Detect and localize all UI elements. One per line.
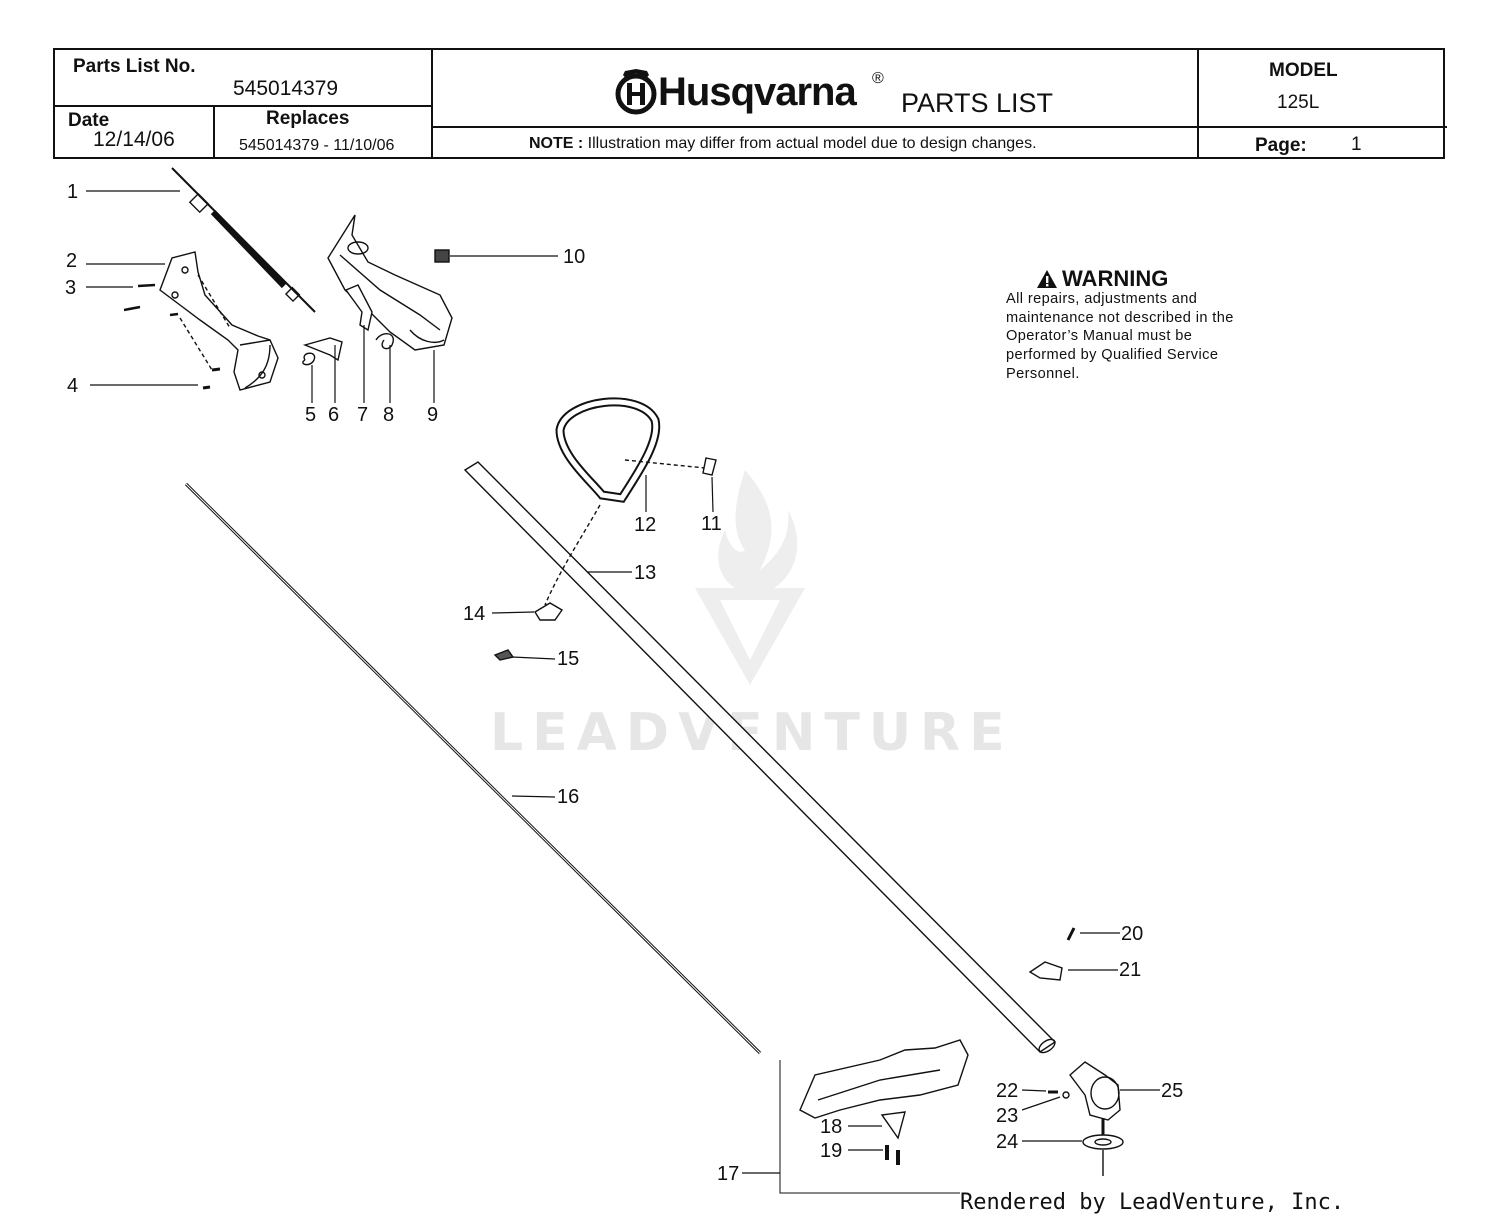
- callout-4: 4: [67, 375, 78, 397]
- callout-18: 18: [820, 1116, 842, 1138]
- callout-12: 12: [634, 514, 656, 536]
- replaces-label: Replaces: [266, 108, 350, 129]
- warning-title: WARNING: [1062, 266, 1169, 291]
- callout-11: 11: [701, 513, 722, 535]
- callout-13: 13: [634, 562, 656, 584]
- callout-16: 16: [557, 786, 579, 808]
- page-label: Page:: [1255, 135, 1307, 156]
- warning-triangle-icon: [1037, 270, 1057, 288]
- part-15-bolt: [493, 649, 515, 661]
- part-18-cutter-blade: [880, 1111, 906, 1140]
- callout-10: 10: [563, 246, 585, 268]
- callout-1: 1: [67, 181, 78, 203]
- callout-5: 5: [305, 404, 316, 426]
- callout-8: 8: [383, 404, 394, 426]
- part-24-cup-washer: [1082, 1134, 1124, 1176]
- part-25-gearhead: [1069, 1061, 1121, 1135]
- part-12-loop-handle: [555, 397, 706, 503]
- callout-25: 25: [1161, 1080, 1183, 1102]
- callout-24: 24: [996, 1131, 1018, 1153]
- callout-15: 15: [557, 648, 579, 670]
- part-21-clamp: [1028, 961, 1063, 981]
- footer-credit: Rendered by LeadVenture, Inc.: [960, 1190, 1345, 1215]
- warning-text: All repairs, adjustments and maintenance…: [1006, 291, 1234, 382]
- callout-3: 3: [65, 277, 76, 299]
- watermark-logo-icon: [695, 470, 805, 685]
- page-value: 1: [1351, 134, 1362, 155]
- callout-2: 2: [66, 250, 77, 272]
- part-7-throttle-lockout: [344, 284, 373, 332]
- registered-mark: ®: [872, 70, 884, 87]
- callout-7: 7: [357, 404, 368, 426]
- part-17-guard: [779, 1039, 969, 1194]
- callout-19: 19: [820, 1140, 842, 1162]
- part-2-handle-housing: [159, 251, 279, 391]
- callout-leaders: [86, 190, 1160, 1174]
- part-3-screw: [123, 283, 179, 317]
- part-16-driveshaft: [184, 482, 762, 1055]
- part-5-spring: [302, 352, 316, 366]
- note-label: NOTE :: [529, 135, 584, 152]
- part-14-clamp: [534, 602, 564, 621]
- model-value: 125L: [1277, 92, 1320, 113]
- part-10-stop-switch: [434, 249, 450, 263]
- callout-numbers: 1 2 3 4 5 6 7 8 9 10 11 12 13 14 15 16 1…: [65, 181, 1183, 1185]
- part-6-throttle-trigger: [302, 337, 343, 362]
- part-13-drive-tube: [463, 461, 1057, 1054]
- model-label: MODEL: [1269, 60, 1338, 81]
- callout-20: 20: [1121, 923, 1143, 945]
- callout-21: 21: [1119, 959, 1141, 981]
- callout-17: 17: [717, 1163, 739, 1185]
- callout-14: 14: [463, 603, 485, 625]
- note-line: NOTE : Illustration may differ from actu…: [529, 135, 1037, 153]
- callout-9: 9: [427, 404, 438, 426]
- part-9-rear-handle: [327, 214, 453, 351]
- part-19-screw: [885, 1145, 900, 1165]
- callout-22: 22: [996, 1080, 1018, 1102]
- callout-6: 6: [328, 404, 339, 426]
- parts-list-no: 545014379: [233, 77, 339, 100]
- part-1-throttle-cable: [171, 167, 316, 313]
- part-11-bolt: [702, 457, 717, 476]
- callout-23: 23: [996, 1105, 1018, 1127]
- part-20-screw: [1066, 927, 1076, 941]
- part-8-spring: [375, 333, 394, 350]
- husqvarna-logo-icon: [615, 69, 657, 115]
- replaces-value: 545014379 - 11/10/06: [239, 137, 395, 154]
- brand-name: Husqvarna: [658, 70, 857, 114]
- date-label: Date: [68, 110, 110, 131]
- part-4-screw: [179, 317, 221, 390]
- header-table: Parts List No. 545014379 Date 12/14/06 R…: [53, 48, 1447, 159]
- parts-list-title: PARTS LIST: [901, 88, 1054, 118]
- part-23-washer: [1062, 1091, 1070, 1099]
- note-text: Illustration may differ from actual mode…: [587, 135, 1037, 152]
- parts-list-no-label: Parts List No.: [73, 56, 196, 77]
- date-value: 12/14/06: [93, 128, 175, 151]
